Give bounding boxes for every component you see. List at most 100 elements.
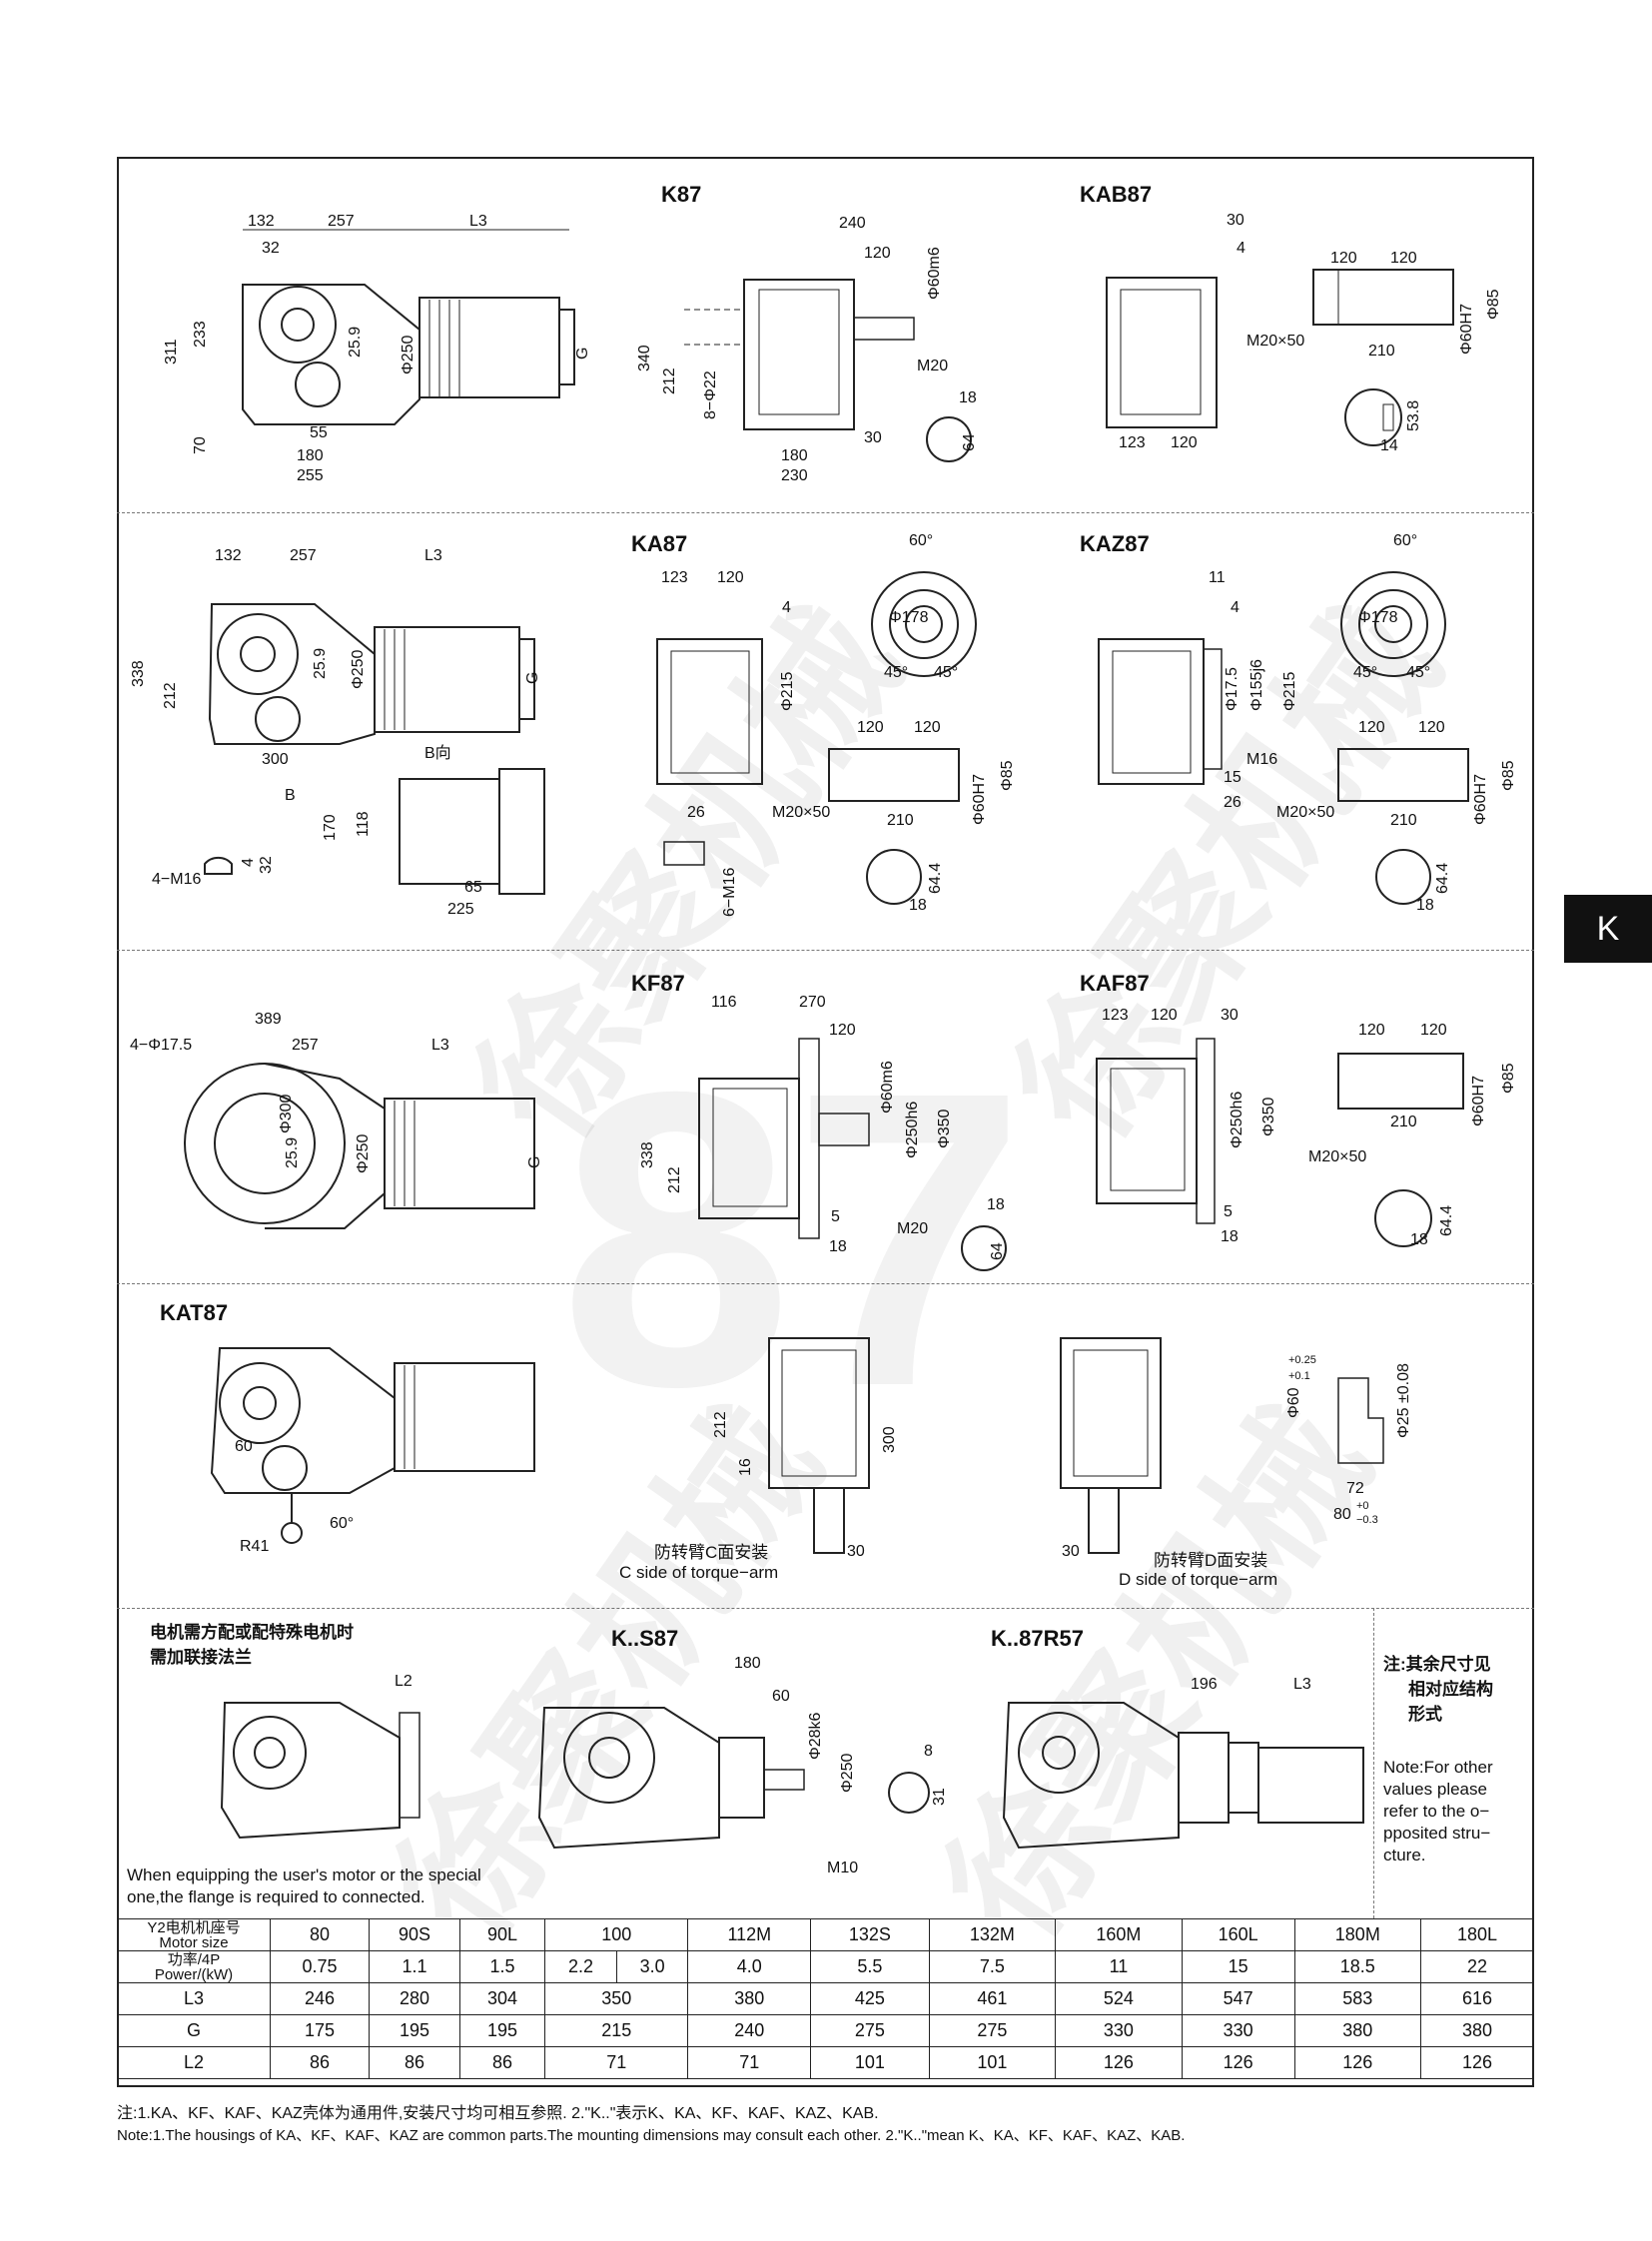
dim: 32 xyxy=(258,856,275,874)
table-cell: 616 xyxy=(1420,1982,1534,2015)
dim: 116 xyxy=(711,994,737,1011)
dim: 210 xyxy=(1390,1114,1417,1130)
dim: 170 xyxy=(322,814,339,841)
dim: 45° xyxy=(1406,664,1431,681)
table-cell: 330 xyxy=(1055,2014,1183,2047)
dim: 123 xyxy=(1119,434,1146,451)
flange-note-cn-2: 需加联接法兰 xyxy=(150,1648,252,1667)
dim: 64.4 xyxy=(1438,1204,1455,1236)
dim: 120 xyxy=(1358,1022,1385,1039)
c-side-label-en: C side of torque−arm xyxy=(619,1563,779,1582)
dim: Φ178 xyxy=(1358,609,1398,626)
dim: 60 xyxy=(772,1688,790,1705)
table-cell: 7.5 xyxy=(928,1950,1057,1983)
table-cell: 126 xyxy=(1055,2046,1183,2079)
dim: 212 xyxy=(661,368,678,394)
dim: 60 xyxy=(235,1438,253,1455)
dim: 212 xyxy=(162,682,179,709)
dim: 18 xyxy=(1221,1228,1239,1245)
dim: 64.4 xyxy=(1434,862,1451,894)
dim: Φ215 xyxy=(779,671,796,711)
table-cell: 380 xyxy=(1420,2014,1534,2047)
dim: 64 xyxy=(989,1242,1006,1260)
dim-l2: L2 xyxy=(395,1673,413,1690)
footer-note-en: Note:1.The housings of KA、KF、KAF、KAZ are… xyxy=(117,2127,1186,2144)
dim: Φ85 xyxy=(1500,760,1517,791)
dim: 18 xyxy=(959,389,977,406)
dim: 270 xyxy=(799,994,826,1011)
k87-side-view xyxy=(242,229,575,425)
title-k87r57: K..87R57 xyxy=(991,1626,1084,1651)
dim: G xyxy=(574,347,591,360)
dim: 257 xyxy=(290,547,317,564)
row-header-l3: L3 xyxy=(117,1982,271,2015)
dim: 212 xyxy=(712,1411,729,1438)
dim: 233 xyxy=(192,321,209,348)
table-cell: 180L xyxy=(1420,1918,1534,1951)
note-en-3: refer to the o− xyxy=(1383,1802,1490,1821)
table-cell: 0.75 xyxy=(269,1950,371,1983)
table-cell: 101 xyxy=(928,2046,1057,2079)
dim: 8 xyxy=(924,1743,933,1760)
table-cell: 195 xyxy=(458,2014,546,2047)
dim: Φ350 xyxy=(1260,1097,1277,1136)
table-cell: 126 xyxy=(1420,2046,1534,2079)
dim: 18 xyxy=(909,897,927,914)
section-divider xyxy=(117,1608,1534,1609)
table-cell: 350 xyxy=(544,1982,689,2015)
kat87-views xyxy=(210,1337,1384,1554)
table-cell: 547 xyxy=(1181,1982,1295,2015)
table-cell: 4.0 xyxy=(687,1950,812,1983)
dim: 64.4 xyxy=(927,862,944,894)
dim: 45° xyxy=(884,664,909,681)
title-ks87: K..S87 xyxy=(611,1626,679,1651)
dim: Φ60 xyxy=(1285,1387,1302,1418)
dim: +0 xyxy=(1356,1500,1369,1512)
c-side-label-cn: 防转臂C面安装 xyxy=(654,1543,769,1562)
flange-note-en-1: When equipping the user's motor or the s… xyxy=(127,1866,481,1884)
dim: 311 xyxy=(163,339,180,365)
dim: 240 xyxy=(839,215,866,232)
dim: −0.3 xyxy=(1356,1514,1378,1526)
dim: Φ250 xyxy=(400,335,416,374)
dim: Φ60m6 xyxy=(879,1061,896,1114)
dim: 225 xyxy=(447,901,474,918)
table-cell: 425 xyxy=(810,1982,930,2015)
dim: 6−M16 xyxy=(721,867,738,917)
table-cell: 22 xyxy=(1420,1950,1534,1983)
table-cell: 86 xyxy=(458,2046,546,2079)
dim: 120 xyxy=(1418,719,1445,736)
dim: 132 xyxy=(215,547,242,564)
watermark-number: 87 xyxy=(559,1006,1027,1474)
table-cell: 2.2 xyxy=(544,1950,617,1983)
dim: 55 xyxy=(310,424,328,441)
dim: 70 xyxy=(192,436,209,454)
title-kaf87: KAF87 xyxy=(1080,971,1150,996)
dim: 60° xyxy=(330,1515,355,1532)
kf87-views xyxy=(698,1038,1007,1271)
table-cell: 5.5 xyxy=(810,1950,930,1983)
dim: L3 xyxy=(1293,1676,1311,1693)
dim: Φ250 xyxy=(839,1753,856,1793)
dim: M16 xyxy=(1246,751,1278,768)
dim: 212 xyxy=(666,1166,683,1193)
table-cell: 15 xyxy=(1181,1950,1295,1983)
dim: 4 xyxy=(1231,599,1239,616)
dim: 255 xyxy=(297,467,324,484)
dim: 18 xyxy=(1410,1231,1428,1248)
dim: 30 xyxy=(1227,212,1244,229)
table-cell: 90L xyxy=(458,1918,546,1951)
dim: 25.9 xyxy=(347,326,364,358)
dim: 4−Φ17.5 xyxy=(130,1037,193,1054)
dim: 230 xyxy=(781,467,808,484)
dim: 120 xyxy=(914,719,941,736)
table-cell: 71 xyxy=(544,2046,689,2079)
table-cell: 380 xyxy=(1293,2014,1422,2047)
table-cell: 160L xyxy=(1181,1918,1295,1951)
table-cell: 86 xyxy=(369,2046,460,2079)
flange-note-en-2: one,the flange is required to connected. xyxy=(127,1887,425,1906)
